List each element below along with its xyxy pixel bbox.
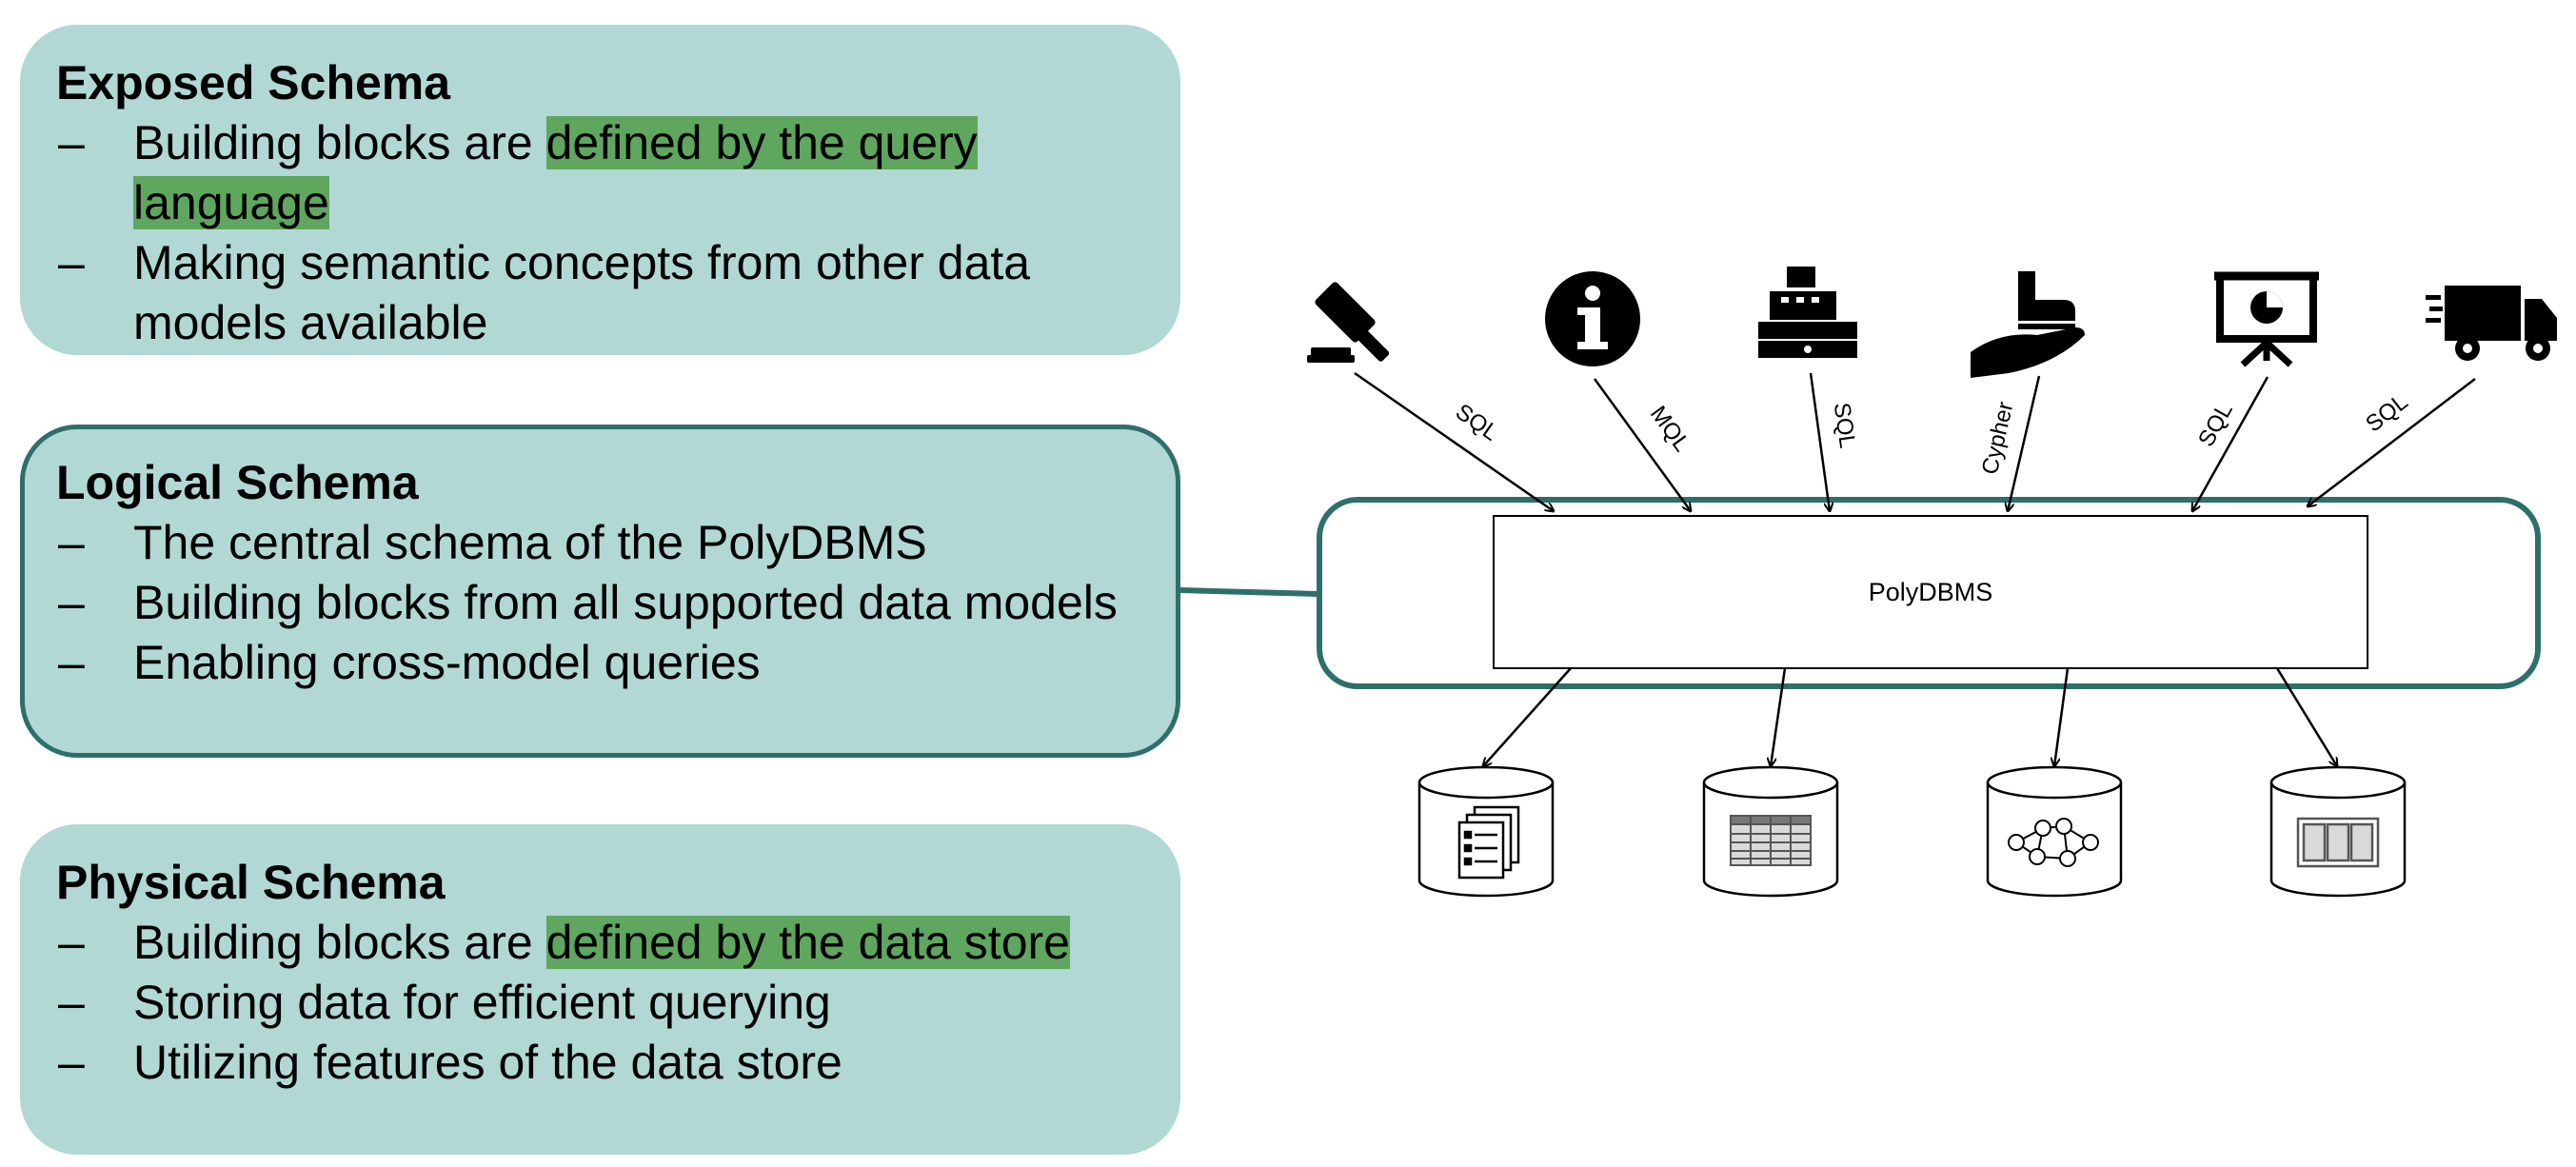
highlight: defined by the data store — [545, 916, 1070, 969]
list-item: Utilizing features of the data store — [56, 1033, 1133, 1093]
language-label: SQL — [1829, 401, 1860, 449]
graph-store-icon — [2008, 818, 2099, 867]
language-label: SQL — [2361, 389, 2412, 438]
polydbms-label: PolyDBMS — [1869, 578, 1993, 606]
gavel-icon — [1307, 282, 1390, 363]
store-arrow — [2275, 667, 2337, 766]
exposed-schema-title: Exposed Schema — [56, 56, 451, 109]
client-arrow — [1593, 378, 1691, 511]
exposed-schema-panel: Exposed Schema Building blocks are defin… — [20, 25, 1180, 355]
graph-store — [1986, 765, 2123, 898]
physical-schema-list: Building blocks are defined by the data … — [56, 913, 1180, 1093]
list-item: Building blocks are defined by the data … — [56, 913, 1133, 973]
column-store-icon — [2296, 817, 2380, 868]
list-item: Building blocks from all supported data … — [56, 573, 1133, 633]
logical-schema-panel: Logical Schema The central schema of the… — [20, 425, 1180, 758]
relational-table-icon — [1730, 815, 1812, 866]
document-store — [1417, 765, 1555, 898]
client-arrow — [2008, 375, 2041, 511]
polydbms-box — [1493, 515, 2368, 669]
language-label: SQL — [1451, 399, 1503, 446]
delivery-truck-icon — [2426, 286, 2557, 361]
logical-schema-list: The central schema of the PolyDBMS Build… — [56, 513, 1176, 693]
physical-schema-title: Physical Schema — [56, 856, 446, 909]
cash-register-icon — [1758, 267, 1857, 358]
document-store-icon — [1457, 805, 1520, 880]
hand-shoe-icon — [1971, 271, 2085, 378]
physical-schema-panel: Physical Schema Building blocks are defi… — [20, 824, 1180, 1155]
store-arrow — [1483, 667, 1572, 766]
client-arrow — [2308, 378, 2476, 506]
logical-schema-title: Logical Schema — [56, 456, 419, 509]
logical-connector-line — [1179, 587, 1319, 597]
list-item: The central schema of the PolyDBMS — [56, 513, 1133, 573]
relational-store — [1702, 765, 1839, 898]
list-item: Storing data for efficient querying — [56, 973, 1133, 1033]
column-store — [2269, 765, 2407, 898]
list-item: Making semantic concepts from other data… — [56, 233, 1133, 353]
exposed-schema-list: Building blocks are defined by the query… — [56, 113, 1180, 353]
list-item: Building blocks are defined by the query… — [56, 113, 1133, 233]
list-item: Enabling cross-model queries — [56, 633, 1133, 693]
store-arrow — [2054, 667, 2070, 766]
language-label: Cypher — [1977, 400, 2019, 477]
info-icon — [1545, 271, 1640, 366]
presentation-chart-icon — [2214, 271, 2319, 367]
client-arrow — [1809, 372, 1830, 511]
language-label: MQL — [1645, 402, 1694, 457]
client-arrow — [2192, 376, 2269, 511]
client-arrow — [1354, 371, 1554, 511]
store-arrow — [1771, 667, 1787, 766]
